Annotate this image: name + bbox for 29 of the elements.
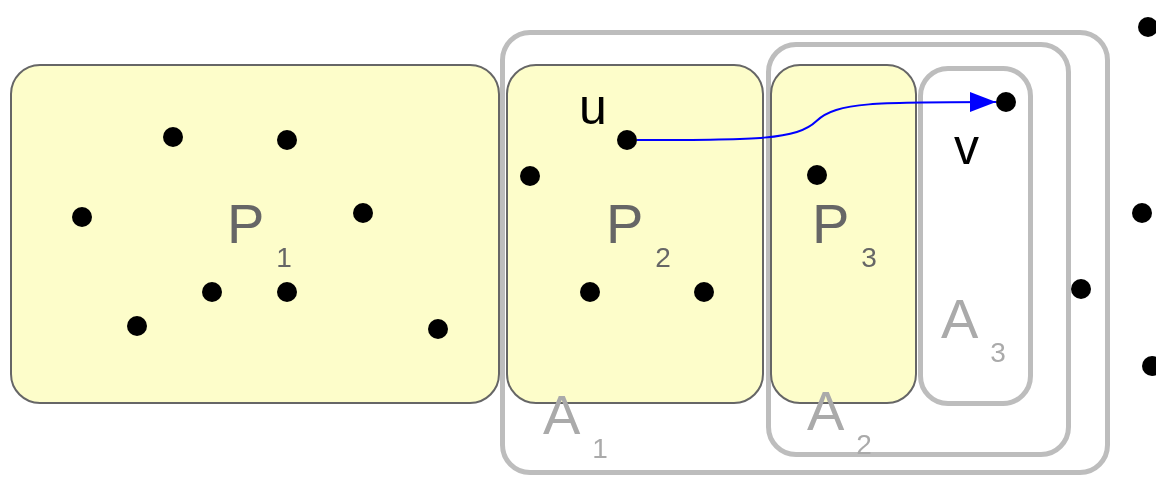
point-dot <box>202 282 222 302</box>
point-dot <box>72 207 92 227</box>
point-dot <box>1071 279 1091 299</box>
set-label: P$_{2}$ <box>606 196 671 272</box>
set-outline <box>500 30 1110 475</box>
set-label: A$_{3}$ <box>941 291 1006 367</box>
point-dot <box>127 316 147 336</box>
set-outline <box>918 66 1033 406</box>
point-dot <box>277 130 297 150</box>
point-dot <box>1138 17 1156 37</box>
point-dot <box>1142 356 1156 376</box>
point-dot <box>353 203 373 223</box>
point-dot <box>1132 203 1152 223</box>
arrow <box>636 92 997 141</box>
point-dot <box>807 165 827 185</box>
set-label: P$_{1}$ <box>227 196 292 272</box>
point-label: v <box>954 122 979 172</box>
point-dot <box>520 166 540 186</box>
point-dot <box>163 127 183 147</box>
set-box <box>10 64 500 404</box>
set-label: P$_{3}$ <box>812 196 877 272</box>
point-dot <box>580 282 600 302</box>
point-dot <box>996 92 1016 112</box>
point-label: u <box>579 82 607 132</box>
point-dot <box>428 319 448 339</box>
point-dot <box>694 282 714 302</box>
point-dot <box>617 130 637 150</box>
set-outline <box>766 42 1071 457</box>
point-dot <box>277 282 297 302</box>
